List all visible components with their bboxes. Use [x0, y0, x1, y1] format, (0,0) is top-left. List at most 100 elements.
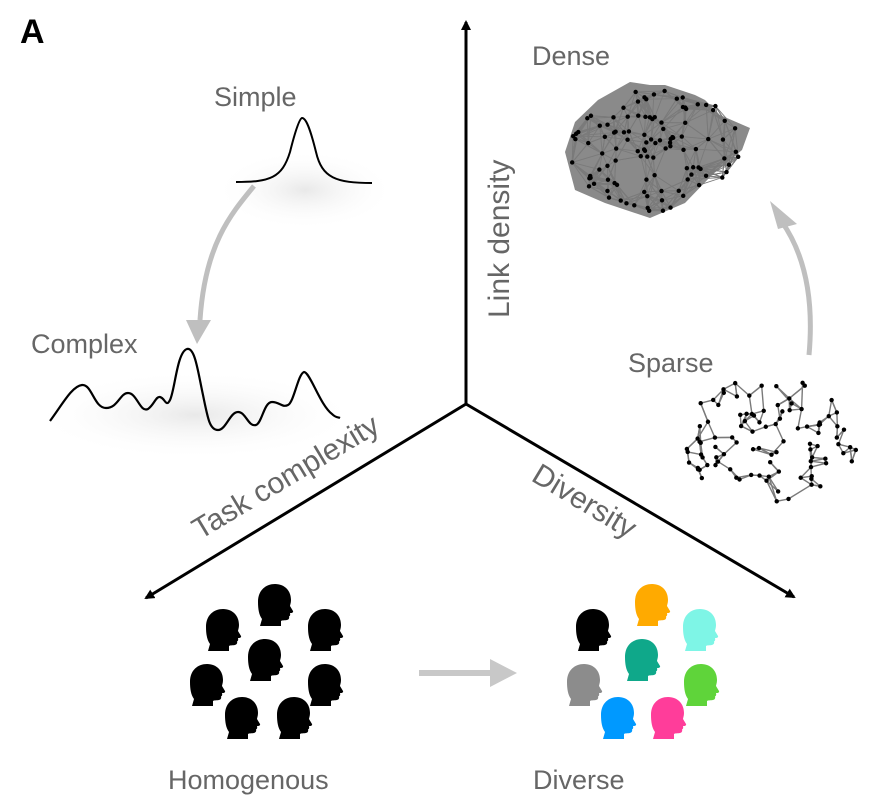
- sparse-network-edge: [686, 438, 699, 450]
- dense-network-edge: [627, 101, 639, 117]
- dense-network-node: [570, 134, 576, 139]
- dense-network-node: [722, 118, 727, 123]
- sparse-network-node: [841, 427, 847, 432]
- sparse-network-edge: [766, 471, 780, 482]
- dense-network-node: [585, 116, 590, 121]
- dense-network-edge: [646, 139, 661, 157]
- sparse-network-node: [716, 402, 721, 408]
- dense-network-edge: [601, 136, 606, 154]
- dense-network-node: [586, 140, 591, 146]
- dense-network-edge: [712, 109, 726, 122]
- dense-network-node: [624, 201, 629, 206]
- sparse-network-node: [816, 430, 821, 436]
- sparse-network-node: [836, 442, 841, 447]
- sparse-network-node: [804, 424, 810, 429]
- sparse-network-node: [776, 469, 782, 474]
- sparse-network-edge: [830, 399, 838, 413]
- dense-network-edge: [661, 98, 678, 123]
- dense-network-edge: [587, 142, 603, 154]
- dense-network-edge: [602, 148, 617, 154]
- dense-network-node: [635, 149, 640, 154]
- dense-network-edge: [672, 136, 697, 150]
- sparse-network-node: [714, 455, 719, 460]
- sparse-network-node: [841, 450, 846, 456]
- dense-network-node: [646, 208, 652, 214]
- diverse-head-icon: [683, 609, 719, 651]
- sparse-network-edge: [836, 412, 839, 427]
- dense-network-edge: [590, 115, 608, 126]
- sparse-network-node: [728, 467, 733, 472]
- dense-network-edge: [670, 179, 689, 208]
- dense-network-edge: [588, 185, 608, 192]
- dense-network-edge: [599, 125, 603, 154]
- sparse-network-node: [809, 473, 814, 479]
- dense-network-edge: [615, 139, 628, 161]
- dense-network-node: [643, 114, 648, 120]
- sparse-network-node: [834, 435, 840, 440]
- sparse-network-node: [774, 499, 779, 504]
- sparse-network-node: [695, 436, 700, 441]
- dense-network-edge: [654, 174, 680, 192]
- sparse-network-node: [700, 455, 705, 460]
- sparse-network-edge: [810, 460, 827, 464]
- dense-network-node: [636, 113, 641, 118]
- dense-network-edge: [643, 191, 649, 209]
- sparse-network-edge: [828, 399, 833, 417]
- dense-network-edge: [728, 151, 737, 165]
- dense-network-node: [668, 143, 673, 149]
- sparse-network-node: [834, 410, 840, 415]
- dense-network-edge: [685, 109, 714, 124]
- sparse-network-node: [759, 383, 764, 388]
- dense-network-node: [668, 205, 673, 210]
- dense-network-node: [612, 180, 617, 186]
- dense-network-edge: [637, 134, 645, 152]
- dense-network-edge: [626, 195, 648, 204]
- dense-network-edge: [698, 164, 730, 168]
- dense-network-node: [710, 107, 716, 113]
- dense-network-node: [642, 189, 647, 195]
- dense-network-edge: [637, 115, 645, 135]
- sparse-network-node: [809, 482, 814, 487]
- dense-network-edge: [604, 136, 617, 149]
- diverse-group: [567, 584, 720, 739]
- dense-network-edge: [661, 190, 684, 197]
- dense-network-edge: [626, 191, 645, 204]
- dense-network-edge: [571, 142, 589, 163]
- dense-network-node: [681, 147, 686, 153]
- sparse-network-edge: [700, 402, 709, 423]
- dense-network-node: [605, 122, 610, 127]
- sparse-network-node: [789, 401, 794, 406]
- sparse-network-edge: [748, 385, 763, 397]
- dense-network-edge: [715, 105, 726, 122]
- dense-network-edge: [654, 116, 664, 130]
- dense-network-edge: [663, 122, 686, 130]
- dense-network-node: [703, 173, 709, 178]
- dense-network-edge: [682, 168, 701, 197]
- sparse-network-node: [798, 475, 803, 480]
- dense-network-node: [621, 105, 626, 110]
- dense-network-node: [605, 188, 610, 194]
- dense-network-node: [597, 167, 602, 172]
- sparse-network-node: [705, 462, 710, 468]
- sparse-network-node: [744, 411, 749, 417]
- sparse-network-node: [695, 467, 701, 472]
- dense-network-edge: [687, 177, 723, 180]
- dense-network-edge: [607, 179, 622, 201]
- dense-network-node: [693, 146, 699, 152]
- dense-network-node: [726, 162, 732, 167]
- dense-network-node: [605, 177, 611, 182]
- sparse-network-edge: [800, 382, 804, 410]
- sparse-network-node: [713, 462, 718, 468]
- dense-network-node: [611, 115, 616, 120]
- dense-network-edge: [682, 175, 707, 197]
- sparse-network-node: [713, 444, 718, 450]
- sparse-network-edge: [812, 456, 826, 460]
- sparse-network-edge: [734, 383, 738, 397]
- dense-network-node: [681, 193, 686, 199]
- dense-network-edge: [640, 155, 655, 176]
- sparse-network-edge: [697, 421, 709, 439]
- sparse-network-node: [711, 397, 716, 403]
- dense-network-edge: [635, 91, 655, 95]
- sparse-network-edge: [723, 441, 738, 455]
- dense-network-node: [732, 126, 738, 131]
